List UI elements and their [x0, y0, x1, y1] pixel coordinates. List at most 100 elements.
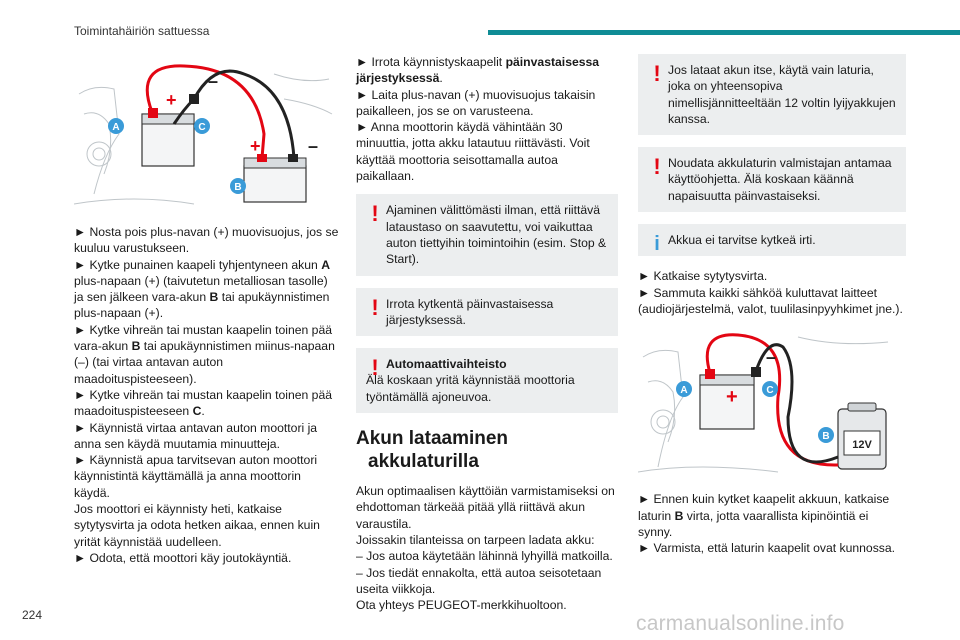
col2-step-3: ► Anna moottorin käydä vähintään 30 minu…	[356, 120, 590, 184]
minus-sign-b: –	[308, 136, 318, 156]
col2-step-1: ► Irrota käynnistyskaapelit	[356, 55, 506, 69]
watermark: carmanualsonline.info	[636, 612, 845, 635]
warning-box-3: ! Automaattivaihteisto Älä koskaan yritä…	[356, 348, 618, 414]
col2-body-3: – Jos autoa käytetään lähinnä lyhyillä m…	[356, 549, 613, 564]
running-header: Toimintahäiriön sattuessa	[74, 24, 210, 38]
battery-a-2	[699, 374, 755, 430]
charger-clamp-red	[705, 369, 715, 380]
col1-step-3-ref-b: B	[131, 339, 141, 354]
col1-step-4-ref-c: C	[192, 404, 202, 419]
charger-label-b-badge	[818, 427, 834, 444]
charger-label-a-badge	[676, 381, 692, 398]
col1-step-2-ref-b: B	[209, 290, 219, 305]
exclamation-icon: !	[653, 154, 661, 180]
col2-body-4: – Jos tiedät ennakolta, että autoa seiso…	[356, 565, 602, 596]
col1-step-2-ref-a: A	[321, 257, 330, 272]
col2-steps: ► Irrota käynnistyskaapelit päinvastaise…	[356, 54, 618, 184]
header-accent-bar	[488, 30, 960, 35]
warning-text-4: Jos lataat akun itse, käytä vain laturia…	[668, 63, 896, 126]
warning-box-4: ! Jos lataat akun itse, käytä vain latur…	[638, 54, 906, 136]
red-cable	[145, 64, 266, 159]
warning-title-3: Automaattivaihteisto	[386, 357, 507, 372]
charger-voltage-label: 12V	[852, 439, 872, 451]
info-text-1: Akkua ei tarvitse kytkeä irti.	[668, 233, 816, 248]
info-i-icon: i	[654, 233, 660, 256]
col2-body-5: Ota yhteys PEUGEOT-merkkihuoltoon.	[356, 598, 567, 613]
label-a: A	[112, 122, 119, 133]
warning-text-3: Älä koskaan yritä käynnistää moottoria t…	[366, 373, 575, 404]
clamp-red-b	[257, 154, 267, 162]
col3-steps: ► Katkaise sytytysvirta. ► Sammuta kaikk…	[638, 268, 906, 317]
clamp-red-a	[148, 108, 158, 118]
battery-b	[243, 157, 307, 203]
col1-note: Jos moottori ei käynnisty heti, katkaise…	[74, 502, 320, 549]
charger-minus-sign: –	[766, 347, 776, 367]
clamp-black-b	[288, 154, 298, 162]
col1-step-2c: tai apukäynnistimen plus-napaan (+).	[74, 290, 330, 321]
charger-plus-sign: +	[726, 386, 738, 408]
black-cable	[192, 69, 296, 159]
section-heading-line-2: akkulaturilla	[368, 451, 479, 473]
info-box-1: i Akkua ei tarvitse kytkeä irti.	[638, 224, 906, 257]
label-b-badge	[230, 178, 246, 194]
jump-start-illustration: + – + – A C B	[74, 54, 336, 210]
col3-step-4: ► Varmista, että laturin kaapelit ovat k…	[638, 541, 896, 556]
exclamation-icon: !	[653, 61, 661, 86]
plus-sign-a: +	[166, 90, 177, 110]
label-c: C	[198, 122, 205, 133]
warning-box-1: ! Ajaminen välittömästi ilman, että riit…	[356, 194, 618, 276]
charger-label-c: C	[766, 385, 773, 396]
section-heading-line-1: Akun lataaminen	[356, 428, 509, 450]
column-1: + – + – A C B ► Nosta pois plus-navan (+…	[74, 54, 340, 576]
col3-step-3: ► Ennen kuin kytket kaapelit akkuun, kat…	[638, 492, 890, 523]
col3-step-2: ► Sammuta kaikki sähköä kuluttavat laitt…	[638, 285, 903, 316]
warning-box-2: ! Irrota kytkentä päinvastaisessa järjes…	[356, 287, 618, 337]
charger-b: 12V	[837, 402, 887, 470]
exclamation-icon: !	[371, 294, 379, 320]
col3-step-3-ref-b: B	[674, 508, 684, 523]
plus-sign-b: +	[250, 136, 261, 156]
col1-step-1: ► Nosta pois plus-navan (+) muovisuojus,…	[74, 225, 339, 256]
column-2: ► Irrota käynnistyskaapelit päinvastaise…	[356, 54, 618, 623]
minus-sign-c: –	[208, 71, 218, 91]
charger-label-b: B	[822, 431, 829, 442]
charger-red-cable	[705, 333, 839, 467]
col3-step-1: ► Katkaise sytytysvirta.	[638, 269, 768, 284]
charger-diagram: 12V + – A C B	[638, 333, 889, 473]
charger-black-cable	[754, 343, 839, 464]
col1-step-7: ► Odota, että moottori käy joutokäyntiä.	[74, 550, 292, 565]
col1-step-5: ► Käynnistä virtaa antavan auton moottor…	[74, 420, 318, 451]
col2-body-1: Akun optimaalisen käyttöiän varmistamise…	[356, 484, 615, 531]
warning-text-5: Noudata akkulaturin valmistajan antamaa …	[668, 156, 892, 203]
col1-step-3: ► Kytke vihreän tai mustan kaapelin toin…	[74, 322, 332, 354]
column-3: ! Jos lataat akun itse, käytä vain latur…	[638, 54, 906, 566]
engine-bay-sketch-2	[638, 336, 889, 473]
charger-illustration: 12V + – A C B	[638, 327, 900, 478]
label-a-badge	[108, 118, 124, 134]
charger-label-c-badge	[762, 381, 778, 398]
exclamation-icon: !	[371, 355, 379, 381]
col1-step-3b: tai apukäynnistimen miinus-napaan (–) (t…	[74, 339, 335, 386]
col1-step-6: ► Käynnistä apua tarvitsevan auton moott…	[74, 453, 318, 500]
jump-start-diagram: + – + – A C B	[74, 64, 333, 205]
engine-bay-sketch	[74, 73, 333, 205]
page-number: 224	[22, 608, 43, 622]
warning-text-2: Irrota kytkentä päinvastaisessa järjesty…	[386, 296, 554, 327]
warning-box-5: ! Noudata akkulaturin valmistajan antama…	[638, 147, 906, 213]
col1-step-2: ► Kytke punainen kaapeli tyhjentyneen ak…	[74, 257, 322, 272]
col2-body-2: Joissakin tilanteissa on tarpeen ladata …	[356, 532, 595, 547]
section-heading: Akun lataaminen akkulaturilla	[356, 427, 618, 473]
col2-body: Akun optimaalisen käyttöiän varmistamise…	[356, 483, 618, 613]
warning-text-1: Ajaminen välittömästi ilman, että riittä…	[386, 203, 607, 267]
clamp-black-c	[189, 94, 199, 104]
charger-label-a: A	[680, 385, 687, 396]
label-b: B	[234, 182, 241, 193]
col3-steps-2: ► Ennen kuin kytket kaapelit akkuun, kat…	[638, 491, 906, 556]
col2-step-1-bold: päinvastaisessa järjestyksessä	[356, 55, 600, 86]
col1-step-4: ► Kytke vihreän tai mustan kaapelin toin…	[74, 387, 332, 419]
col1-step-2b: plus-napaan (+) (taivutetun metalliosan …	[74, 273, 328, 305]
battery-a	[141, 113, 195, 167]
col2-step-2: ► Laita plus-navan (+) muovisuojus takai…	[356, 87, 596, 118]
col1-paragraph: ► Nosta pois plus-navan (+) muovisuojus,…	[74, 225, 339, 565]
charger-clamp-black	[751, 367, 761, 378]
